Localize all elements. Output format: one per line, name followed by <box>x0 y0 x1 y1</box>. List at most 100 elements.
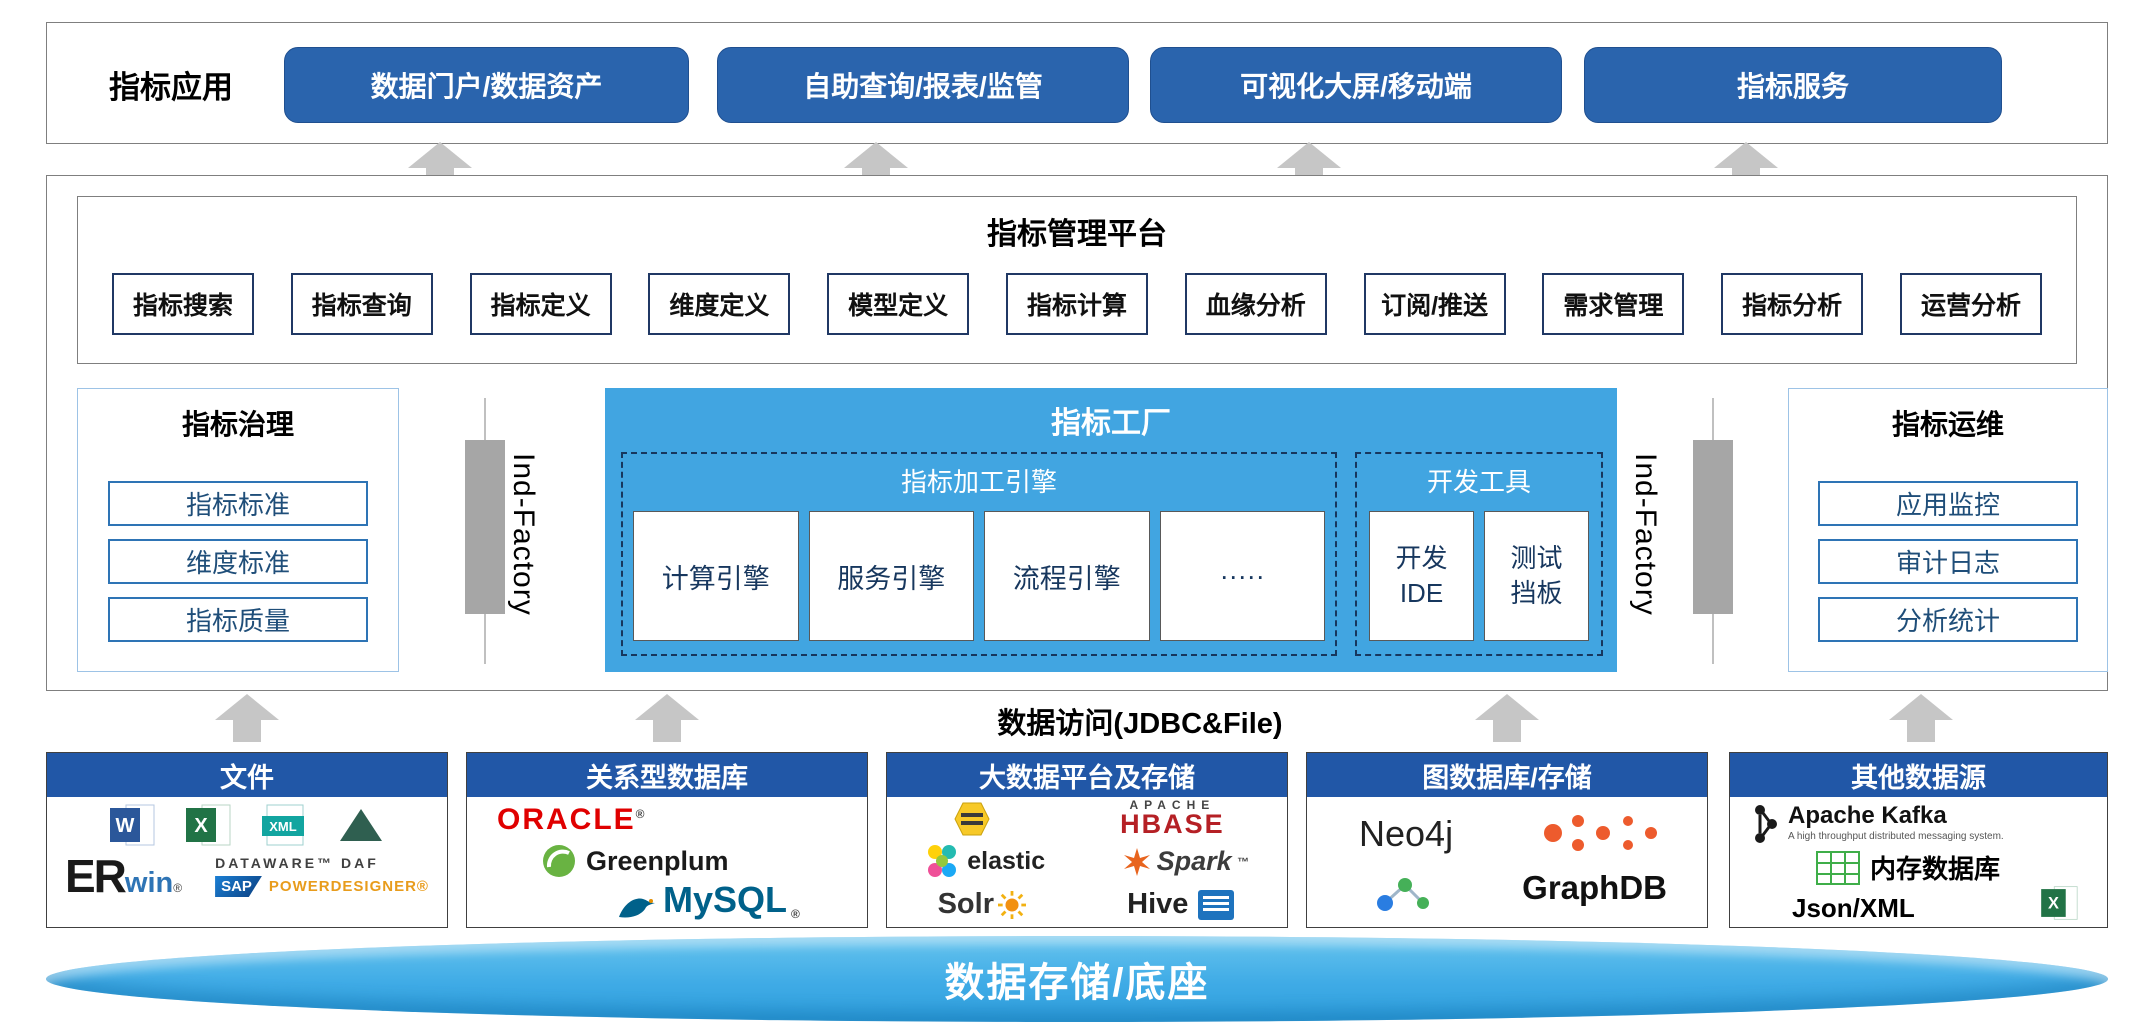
source-box-graph-body: Neo4j GraphDB <box>1307 797 1707 927</box>
molecule-icon <box>1377 878 1429 911</box>
greenplum-icon <box>543 845 575 877</box>
processing-engine-group: 指标加工引擎 计算引擎 服务引擎 流程引擎 ····· <box>621 452 1337 656</box>
arrow-stem <box>1493 720 1521 742</box>
source-box-other-body: Apache Kafka A high throughput distribut… <box>1730 797 2107 927</box>
hbase-logo: APACHE HBASE <box>1120 799 1225 838</box>
elastic-text: elastic <box>967 847 1046 875</box>
module-requirement-management: 需求管理 <box>1542 273 1685 335</box>
mysql-dolphin-icon <box>619 898 655 918</box>
hive-logo: Hive <box>1127 888 1236 922</box>
management-platform-title: 指标管理平台 <box>987 218 1167 251</box>
hbase-apache-text: APACHE <box>1129 798 1216 812</box>
elastic-icon <box>928 844 957 877</box>
module-operation-analysis: 运营分析 <box>1899 273 2042 335</box>
mysql-logo: MySQL® <box>617 879 800 921</box>
module-indicator-query: 指标查询 <box>290 273 433 335</box>
arrow-head <box>635 694 699 720</box>
elastic-logo: elastic <box>925 844 1045 880</box>
kafka-tagline: A high throughput distributed messaging … <box>1788 831 2004 842</box>
application-band-label: 指标应用 <box>109 69 233 105</box>
hive-doc-icon <box>1198 889 1235 920</box>
source-box-files-body: W X XML ER win <box>47 797 447 927</box>
module-indicator-search: 指标搜索 <box>112 273 254 335</box>
module-dimension-definition: 维度定义 <box>648 273 791 335</box>
source-box-bigdata-title: 大数据平台及存储 <box>887 753 1287 797</box>
ind-factory-label-right: Ind-Factory <box>1629 452 1662 616</box>
hive-bee-icon <box>954 802 990 835</box>
engine-row: 计算引擎 服务引擎 流程引擎 ····· <box>623 511 1335 641</box>
source-box-other: 其他数据源 Apache Kafka A high throughput dis… <box>1729 752 2108 928</box>
json-xml-text: Json/XML <box>1792 893 1915 923</box>
indicator-factory-title: 指标工厂 <box>1051 407 1171 440</box>
memory-db-logo: 内存数据库 <box>1816 849 2000 886</box>
data-storage-base: 数据存储/底座 <box>46 936 2108 1022</box>
source-box-graph-title: 图数据库/存储 <box>1307 753 1707 797</box>
arrow-stem <box>653 720 681 742</box>
tool-line: 测试 <box>1510 542 1563 573</box>
module-subscribe-push: 订阅/推送 <box>1363 273 1506 335</box>
excel-icon: X <box>2041 886 2078 920</box>
table-grid-icon <box>1816 850 1860 885</box>
registered-mark: ® <box>635 807 647 821</box>
operations-item-app-monitoring: 应用监控 <box>1818 481 2078 526</box>
erwin-logo: ER win ® <box>65 849 182 903</box>
tool-line: 挡板 <box>1510 578 1563 608</box>
arrow-stem <box>1907 720 1935 742</box>
governance-panel: 指标治理 指标标准 维度标准 指标质量 <box>77 388 399 672</box>
up-arrow-icon <box>1475 694 1539 742</box>
kafka-icon <box>1755 805 1777 843</box>
hbase-text: HBASE <box>1120 809 1225 839</box>
governance-item-dimension-standard: 维度标准 <box>108 539 368 584</box>
management-modules-row: 指标搜索 指标查询 指标定义 维度定义 模型定义 指标计算 血缘分析 订阅/推送… <box>78 273 2076 335</box>
processing-engine-title: 指标加工引擎 <box>900 467 1057 497</box>
tool-line: IDE <box>1399 578 1444 608</box>
spark-star-icon <box>1123 847 1150 876</box>
module-indicator-calculation: 指标计算 <box>1005 273 1148 335</box>
source-box-relational-title: 关系型数据库 <box>467 753 867 797</box>
pyramid-icon <box>340 809 382 841</box>
up-arrow-icon <box>635 694 699 742</box>
greenplum-logo: Greenplum <box>541 843 729 879</box>
application-band: 指标应用 数据门户/数据资产 自助查询/报表/监管 可视化大屏/移动端 指标服务 <box>46 22 2108 144</box>
spark-logo: Spark ™ <box>1122 846 1249 877</box>
source-box-other-title: 其他数据源 <box>1730 753 2107 797</box>
source-box-graph: 图数据库/存储 Neo4j GraphDB <box>1306 752 1708 928</box>
source-box-files-title: 文件 <box>47 753 447 797</box>
tool-test-mock: 测试 挡板 <box>1484 511 1589 641</box>
sap-logo: SAP <box>215 876 262 897</box>
module-indicator-analysis: 指标分析 <box>1721 273 1864 335</box>
module-lineage-analysis: 血缘分析 <box>1184 273 1327 335</box>
governance-title: 指标治理 <box>181 409 294 440</box>
source-box-bigdata: 大数据平台及存储 APACHE HBASE <box>886 752 1288 928</box>
governance-items: 指标标准 维度标准 指标质量 <box>78 481 398 642</box>
management-platform-box: 指标管理平台 指标搜索 指标查询 指标定义 维度定义 模型定义 指标计算 血缘分… <box>77 196 2077 364</box>
word-icon: W <box>110 804 155 846</box>
solr-sun-icon <box>997 890 1026 919</box>
operations-items: 应用监控 审计日志 分析统计 <box>1789 481 2107 642</box>
spark-text: Spark <box>1156 846 1232 876</box>
arrow-head <box>844 142 908 168</box>
trademark-mark: ™ <box>1236 854 1249 869</box>
kafka-logo: Apache Kafka A high throughput distribut… <box>1750 802 2004 846</box>
greenplum-text: Greenplum <box>586 845 729 876</box>
arrow-head <box>215 694 279 720</box>
app-button-visualization: 可视化大屏/移动端 <box>1150 47 1562 123</box>
app-button-data-portal: 数据门户/数据资产 <box>284 47 689 123</box>
arrow-head <box>1714 142 1778 168</box>
engine-service: 服务引擎 <box>808 511 974 641</box>
source-box-relational-body: ORACLE® Greenplum MySQL® <box>467 797 867 927</box>
indicator-factory-box: 指标工厂 指标加工引擎 计算引擎 服务引擎 流程引擎 ····· 开发工具 开发… <box>605 388 1617 672</box>
svg-text:X: X <box>194 815 208 837</box>
data-storage-base-label: 数据存储/底座 <box>944 961 1210 1005</box>
operations-panel: 指标运维 应用监控 审计日志 分析统计 <box>1788 388 2108 672</box>
governance-item-indicator-standard: 指标标准 <box>108 481 368 526</box>
oracle-logo: ORACLE® <box>497 803 647 837</box>
kafka-text: Apache Kafka <box>1788 802 1947 829</box>
source-box-bigdata-body: APACHE HBASE elastic Spa <box>887 797 1287 927</box>
solr-logo: Solr <box>938 888 1026 921</box>
module-model-definition: 模型定义 <box>827 273 970 335</box>
source-box-files: 文件 W X XML <box>46 752 448 928</box>
registered-mark: ® <box>791 907 800 921</box>
app-button-self-service: 自助查询/报表/监管 <box>717 47 1129 123</box>
data-access-label: 数据访问(JDBC&File) <box>960 700 1320 742</box>
